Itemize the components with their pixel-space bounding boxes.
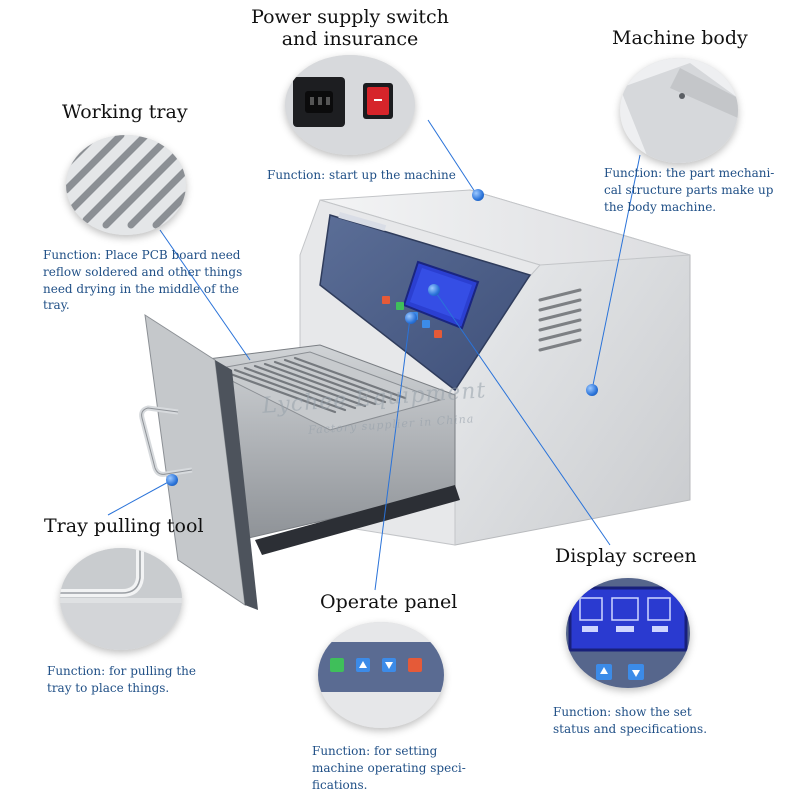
working-tray-title: Working tray: [62, 101, 188, 123]
working-tray-function-line2: reflow soldered and other things: [43, 264, 243, 279]
operate-panel-function-line1: Function: for setting: [312, 744, 438, 758]
machine-body-function-line1: Function: the part mechani-: [604, 166, 775, 180]
working-tray-function-line4: tray.: [43, 298, 70, 313]
working-tray-closeup: [66, 135, 186, 235]
tray-pulling-closeup: [60, 548, 182, 650]
operate-panel-function: Function: for setting machine operating …: [312, 743, 466, 793]
tray-pulling-function: Function: for pulling the tray to place …: [47, 663, 196, 697]
power-switch-closeup: [285, 55, 415, 155]
operate-panel-function-line2: machine operating speci-: [312, 760, 466, 775]
pulling-callout-marker: [166, 474, 178, 486]
display-screen-title: Display screen: [555, 545, 697, 567]
working-tray-function-line3: need drying in the middle of the: [43, 281, 240, 296]
operate-panel-closeup: [318, 622, 444, 728]
operate-panel-function-line3: fications.: [312, 777, 368, 792]
tray-pulling-function-line2: tray to place things.: [47, 680, 170, 695]
machine-body-closeup: [620, 58, 738, 163]
machine-body-function-line3: the body machine.: [604, 199, 717, 214]
body-callout-marker: [586, 384, 598, 396]
display-screen-function: Function: show the set status and specif…: [553, 704, 707, 738]
working-tray-function-line1: Function: Place PCB board need: [43, 248, 241, 262]
tray-pulling-title: Tray pulling tool: [44, 515, 204, 537]
display-screen-function-line1: Function: show the set: [553, 705, 692, 719]
machine-body-function: Function: the part mechani- cal structur…: [604, 165, 774, 215]
working-tray-function: Function: Place PCB board need reflow so…: [43, 247, 242, 314]
machine-body-title: Machine body: [612, 27, 748, 49]
power-supply-function: Function: start up the machine: [267, 168, 456, 182]
display-screen-closeup: [566, 578, 690, 688]
machine-body-function-line2: cal structure parts make up: [604, 182, 774, 197]
power-supply-title-line1: Power supply switch: [251, 6, 449, 28]
panel-callout-marker: [405, 312, 417, 324]
display-callout-marker: [428, 284, 440, 296]
display-screen-function-line2: status and specifications.: [553, 721, 708, 736]
power-callout-marker: [472, 189, 484, 201]
tray-pulling-function-line1: Function: for pulling the: [47, 664, 196, 678]
power-supply-title: Power supply switch and insurance: [250, 6, 450, 51]
operate-panel-title: Operate panel: [320, 591, 458, 613]
power-supply-title-line2: and insurance: [281, 27, 419, 50]
